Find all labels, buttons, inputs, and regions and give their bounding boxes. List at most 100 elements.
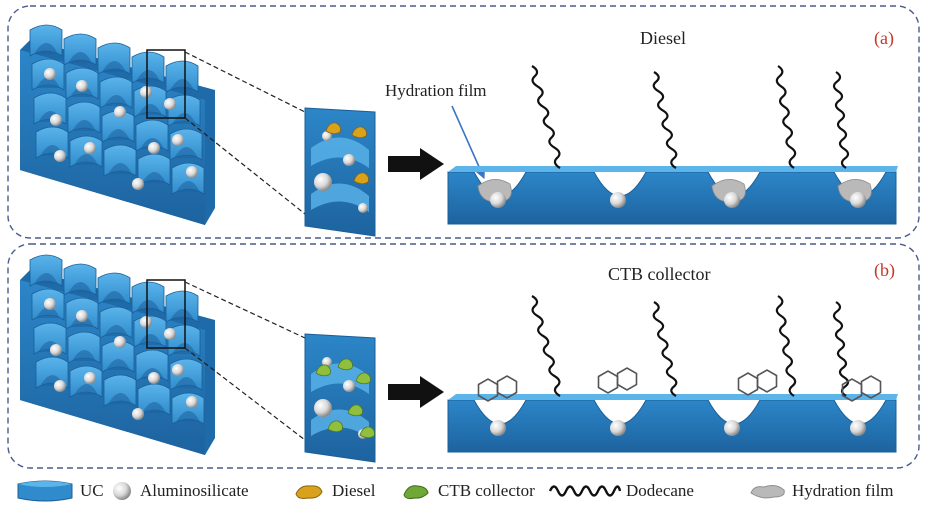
process-arrow-b bbox=[388, 376, 444, 408]
uc-cell-pore bbox=[108, 163, 132, 174]
uc-cell-pore bbox=[142, 172, 166, 183]
aluminosilicate-ball bbox=[140, 86, 152, 98]
aluminosilicate-ball bbox=[164, 328, 176, 340]
aluminosilicate-ball bbox=[724, 420, 740, 436]
uc-cell-pore bbox=[106, 129, 130, 140]
aluminosilicate-ball bbox=[610, 192, 626, 208]
aluminosilicate-ball bbox=[314, 173, 332, 191]
aluminosilicate-ball bbox=[186, 396, 198, 408]
panel-b-frame bbox=[7, 243, 920, 469]
uc-cell-pore bbox=[176, 411, 200, 422]
uc-cell-pore bbox=[68, 282, 92, 293]
aluminosilicate-ball bbox=[610, 420, 626, 436]
zoom-slab bbox=[304, 333, 376, 463]
dodecane-chain bbox=[531, 65, 561, 169]
panel-a-label: (a) bbox=[874, 28, 894, 49]
dodecane-chain bbox=[832, 71, 850, 169]
zoom-piece-a bbox=[304, 107, 376, 237]
uc-cell-pore bbox=[170, 309, 194, 320]
uc-surface-top bbox=[448, 166, 898, 172]
legend-item-uc: UC bbox=[14, 476, 104, 506]
aluminosilicate-ball bbox=[132, 408, 144, 420]
aluminosilicate-ball bbox=[76, 310, 88, 322]
legend-label-diesel: Diesel bbox=[332, 481, 376, 500]
aluminosilicate-ball bbox=[343, 380, 355, 392]
legend-item-ctb: CTB collector bbox=[400, 476, 535, 506]
aluminosilicate-ball bbox=[44, 68, 56, 80]
uc-cell-pore bbox=[136, 300, 160, 311]
legend-label-aluminosilicate: Aluminosilicate bbox=[140, 481, 249, 500]
uc-cell-pore bbox=[104, 325, 128, 336]
process-arrow-a bbox=[388, 148, 444, 180]
dodecane-chain bbox=[832, 301, 850, 397]
zoom-ridge bbox=[311, 137, 369, 168]
aromatic-ring bbox=[496, 375, 518, 399]
zoom-lines-b bbox=[146, 279, 306, 441]
aluminosilicate-ball bbox=[140, 316, 152, 328]
uc-cell-pore bbox=[176, 181, 200, 192]
diesel-droplet bbox=[351, 126, 367, 139]
aluminosilicate-ball bbox=[132, 178, 144, 190]
uc-cell-pore bbox=[34, 273, 58, 284]
aluminosilicate-ball bbox=[50, 344, 62, 356]
uc-swatch-icon bbox=[17, 480, 73, 502]
panel-a-frame bbox=[7, 5, 920, 239]
panel-a-title: Diesel bbox=[640, 28, 686, 48]
uc-cell-pore bbox=[74, 384, 98, 395]
aluminosilicate-ball bbox=[54, 150, 66, 162]
uc-cell-pore bbox=[102, 61, 126, 72]
dodecane-chain bbox=[652, 301, 678, 397]
aluminosilicate-ball bbox=[148, 372, 160, 384]
legend-item-dodecane: Dodecane bbox=[548, 476, 694, 506]
aluminosilicate-ball bbox=[114, 106, 126, 118]
zoom-piece-b bbox=[304, 333, 376, 463]
ctb-particle bbox=[337, 358, 353, 371]
surface-b bbox=[447, 295, 898, 453]
uc-block-b bbox=[20, 254, 215, 455]
uc-cell-pore bbox=[68, 52, 92, 63]
legend-label-ctb: CTB collector bbox=[438, 481, 535, 500]
aluminosilicate-ball bbox=[172, 134, 184, 146]
aluminosilicate-ball bbox=[84, 372, 96, 384]
aluminosilicate-ball-icon bbox=[113, 482, 131, 500]
uc-cell-pore bbox=[108, 393, 132, 404]
surface-a bbox=[447, 65, 898, 225]
ctb-particle bbox=[315, 364, 331, 377]
dodecane-chain bbox=[531, 295, 561, 397]
aluminosilicate-ball bbox=[172, 364, 184, 376]
ctb-particle bbox=[347, 404, 363, 417]
ctb-particle bbox=[359, 426, 375, 439]
aromatic-ring bbox=[860, 375, 882, 399]
panel-b-label: (b) bbox=[874, 260, 895, 281]
aluminosilicate-ball bbox=[76, 80, 88, 92]
aluminosilicate-ball bbox=[490, 192, 506, 208]
dodecane-chain-icon bbox=[548, 485, 622, 497]
legend: UC Aluminosilicate Diesel CTB collector … bbox=[0, 474, 927, 510]
ctb-particle bbox=[355, 372, 371, 385]
uc-surface-top bbox=[448, 394, 898, 400]
diesel-droplet bbox=[325, 122, 341, 135]
aluminosilicate-ball bbox=[50, 114, 62, 126]
aluminosilicate-ball bbox=[343, 154, 355, 166]
legend-item-aluminosilicate: Aluminosilicate bbox=[110, 476, 249, 506]
dodecane-chain bbox=[775, 65, 797, 169]
panel-b-title: CTB collector bbox=[608, 264, 710, 284]
aluminosilicate-ball bbox=[490, 420, 506, 436]
aluminosilicate-ball bbox=[724, 192, 740, 208]
legend-item-hydration: Hydration film bbox=[748, 476, 894, 506]
uc-cell-pore bbox=[74, 154, 98, 165]
uc-cell-pore bbox=[138, 104, 162, 115]
uc-surface bbox=[447, 399, 897, 453]
legend-item-diesel: Diesel bbox=[292, 476, 375, 506]
diesel-droplet bbox=[353, 172, 369, 185]
aluminosilicate-ball bbox=[164, 98, 176, 110]
uc-cell-pore bbox=[36, 77, 60, 88]
uc-cell-pore bbox=[174, 377, 198, 388]
uc-cell-pore bbox=[104, 95, 128, 106]
aromatic-ring bbox=[616, 367, 638, 391]
hydration-film-annotation: Hydration film bbox=[385, 81, 487, 100]
uc-cell-pore bbox=[106, 359, 130, 370]
aluminosilicate-ball bbox=[314, 399, 332, 417]
aluminosilicate-ball bbox=[114, 336, 126, 348]
